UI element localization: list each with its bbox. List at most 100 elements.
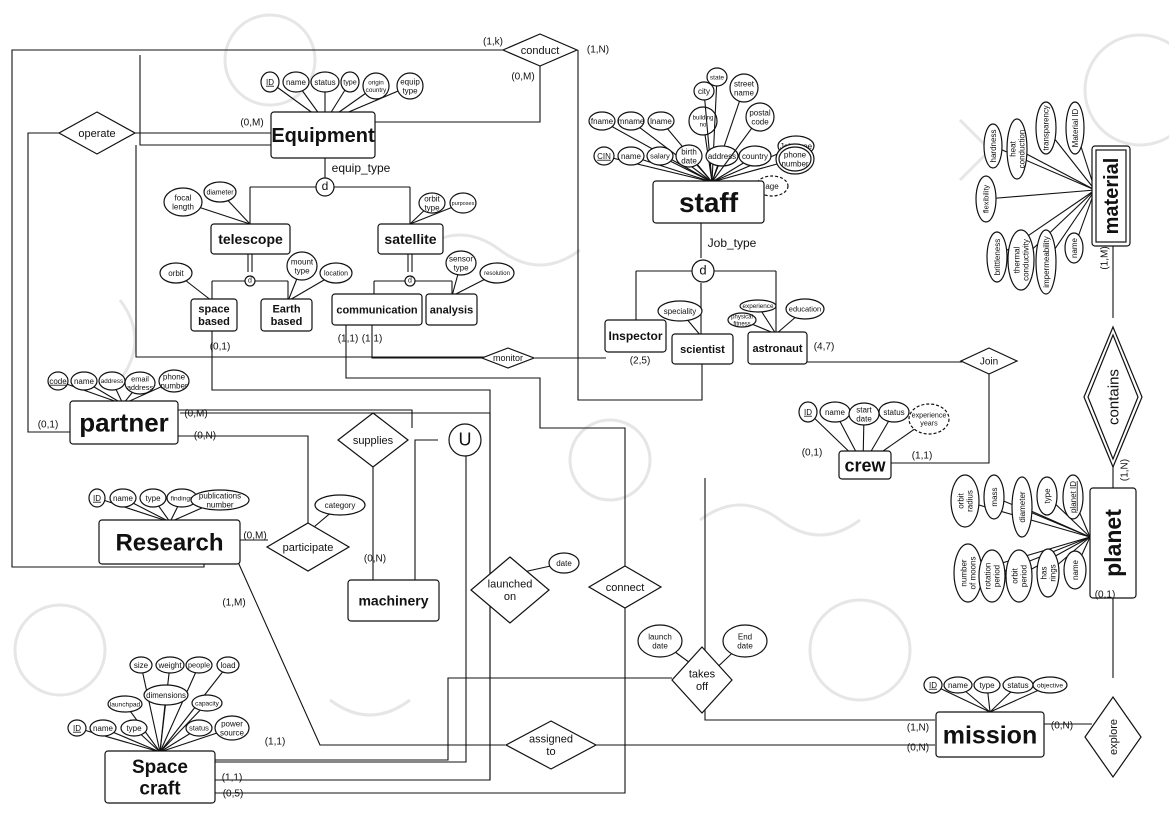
attribute-label: name — [1070, 237, 1079, 258]
entity-label: analysis — [430, 304, 473, 316]
attribute-resolution: resolution — [479, 262, 515, 284]
entity-telescope[interactable]: telescope — [210, 223, 291, 255]
entity-label: material — [1101, 158, 1123, 235]
entity-box — [104, 750, 216, 804]
connector-line — [371, 325, 484, 359]
attribute-label: impermeability — [1042, 236, 1051, 288]
entity-crew[interactable]: crew — [838, 450, 892, 480]
entity-communication[interactable]: communication — [331, 293, 423, 326]
attribute-oval — [739, 299, 777, 313]
entity-box — [377, 223, 444, 255]
attribute-oval — [722, 624, 768, 658]
attribute-name: name — [109, 488, 137, 508]
equip-type-label: equip_type — [332, 161, 391, 175]
attribute-oval — [139, 488, 167, 508]
attribute-oval — [1011, 476, 1033, 538]
attribute-id: ID — [67, 719, 87, 737]
entity-astronaut[interactable]: astronaut — [747, 331, 808, 365]
connector-line — [135, 145, 484, 358]
attribute-brittleness: brittleness — [986, 231, 1008, 283]
relationship-diamond — [587, 565, 663, 609]
attribute-status: status — [185, 719, 213, 737]
relationship-contains[interactable]: contains — [1083, 325, 1143, 469]
relationship-supplies[interactable]: supplies — [337, 412, 409, 468]
entity-partner[interactable]: partner — [69, 400, 179, 445]
relationship-conduct[interactable]: conduct — [501, 33, 579, 67]
entity-satellite[interactable]: satellite — [377, 223, 444, 255]
attribute-location: location — [319, 262, 353, 284]
attribute-oval — [973, 676, 1001, 694]
relationship-label: participate — [283, 542, 334, 554]
entity-mission[interactable]: mission — [935, 711, 1045, 758]
attribute-label: ID — [73, 724, 81, 733]
relationship-operate[interactable]: operate — [57, 111, 137, 155]
attribute-label: location — [324, 270, 348, 277]
attribute-oval — [107, 695, 143, 713]
connector-line — [215, 455, 467, 763]
cardinality-spacecraft-launched: (1,1) — [222, 773, 243, 784]
attribute-id: ID — [260, 71, 280, 93]
entity-staff[interactable]: staff — [652, 180, 765, 224]
attribute-label: lname — [650, 117, 672, 126]
attribute-material-id: Material ID — [1065, 101, 1085, 155]
relationship-explore[interactable]: explore — [1084, 695, 1142, 779]
connector-line — [247, 254, 253, 272]
relationship-diamond — [959, 347, 1019, 375]
relationship-monitor[interactable]: monitor — [480, 347, 536, 369]
relationship-join[interactable]: Join — [959, 347, 1019, 375]
attribute-label: ID — [929, 681, 937, 690]
cardinality-partner-participate: (0,N) — [194, 431, 216, 442]
attribute-oval — [185, 719, 213, 737]
entity-analysis[interactable]: analysis — [425, 293, 478, 326]
entity-research[interactable]: Research — [98, 519, 241, 565]
relationship-label: contains — [1105, 369, 1122, 425]
attribute-label: planet ID — [1069, 481, 1078, 513]
attribute-connector — [630, 155, 713, 183]
connector-line — [414, 439, 438, 580]
entity-planet[interactable]: planet — [1089, 487, 1137, 599]
entity-equipment[interactable]: Equipment — [270, 111, 376, 159]
attribute-label: mname — [618, 117, 645, 126]
entity-scientist[interactable]: scientist — [671, 333, 734, 365]
attribute-oval — [449, 192, 477, 214]
attribute-label: weight — [157, 661, 182, 670]
attribute-experience: experience — [739, 299, 777, 313]
connector-line — [180, 412, 491, 780]
attribute-label: education — [789, 305, 821, 314]
relationship-connect[interactable]: connect — [587, 565, 663, 609]
attribute-connector — [1016, 148, 1096, 191]
attribute-name: name — [70, 371, 98, 391]
attribute-connector — [932, 684, 991, 713]
attribute-label: load — [220, 661, 235, 670]
attribute-id: ID — [798, 401, 818, 423]
attribute-cin: CIN — [593, 146, 615, 166]
attribute-name: name — [282, 71, 310, 93]
subtype-disjoint-circle: d — [404, 275, 416, 287]
entity-label: satellite — [384, 231, 436, 247]
attribute-transparency: transparency — [1035, 101, 1057, 155]
attribute-connector — [159, 664, 200, 753]
entity-label: Research — [115, 529, 223, 556]
attribute-label: status — [189, 724, 209, 733]
entity-material[interactable]: material — [1091, 145, 1131, 247]
relationship-participate[interactable]: participate — [265, 522, 351, 572]
entity-inspector[interactable]: Inspector — [604, 319, 667, 353]
entity-machinery[interactable]: machinery — [347, 579, 440, 622]
attribute-status: status — [878, 401, 910, 423]
multivalued-inner-oval — [778, 146, 812, 172]
attribute-label: brittleness — [993, 239, 1002, 275]
cardinality-planet-explore: (0,1) — [1095, 590, 1116, 601]
relationship-layer: conduct operate supplies participate launche… — [57, 33, 1143, 779]
attribute-type: type — [340, 71, 360, 93]
connector-line — [139, 55, 271, 146]
